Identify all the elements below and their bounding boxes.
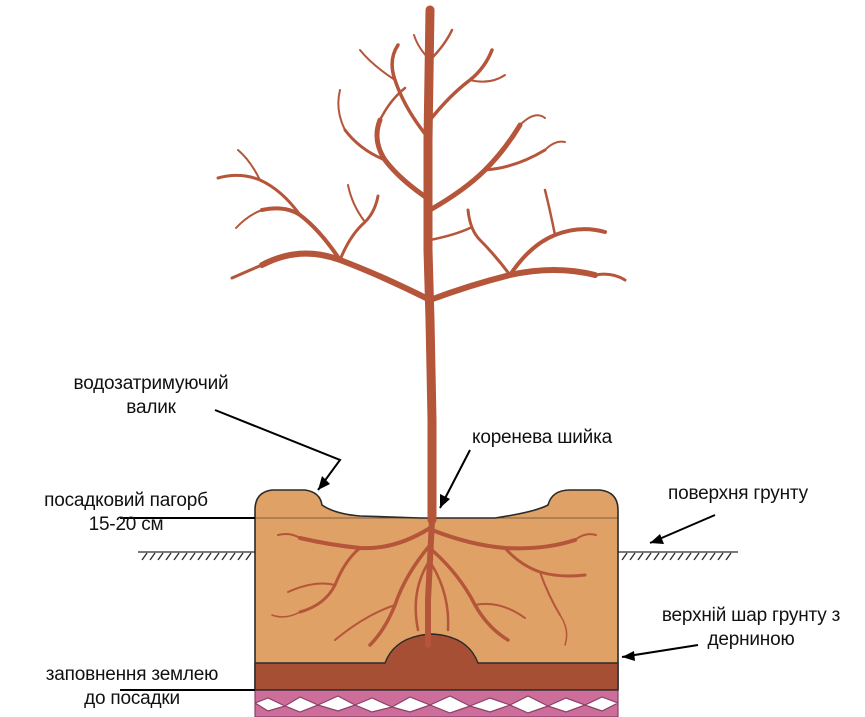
fill-label-line1: заповнення землею (34, 663, 230, 687)
root-collar-label: коренева шийка (472, 426, 612, 450)
ground-hatch-left (138, 552, 258, 560)
water-ridge-label: водозатримуючий валик (66, 372, 236, 420)
soil-surface-label: поверхня грунту (668, 482, 808, 506)
planting-mound-label: посадковий пагорб 15-20 см (38, 489, 214, 537)
topsoil-label: верхній шар грунту з дерниною (642, 604, 860, 652)
ground-hatch-right (618, 552, 738, 560)
fill-label-line2: до посадки (34, 687, 230, 711)
water-ridge-label-line1: водозатримуючий (66, 372, 236, 396)
topsoil-label-line2: дерниною (642, 628, 860, 652)
planting-mound-label-line1: посадковий пагорб (38, 489, 214, 513)
topsoil-label-line1: верхній шар грунту з (642, 604, 860, 628)
water-ridge-label-line2: валик (66, 396, 236, 420)
fill-label: заповнення землею до посадки (34, 663, 230, 711)
planting-mound-label-line2: 15-20 см (38, 513, 214, 537)
turf-layer (255, 690, 618, 717)
